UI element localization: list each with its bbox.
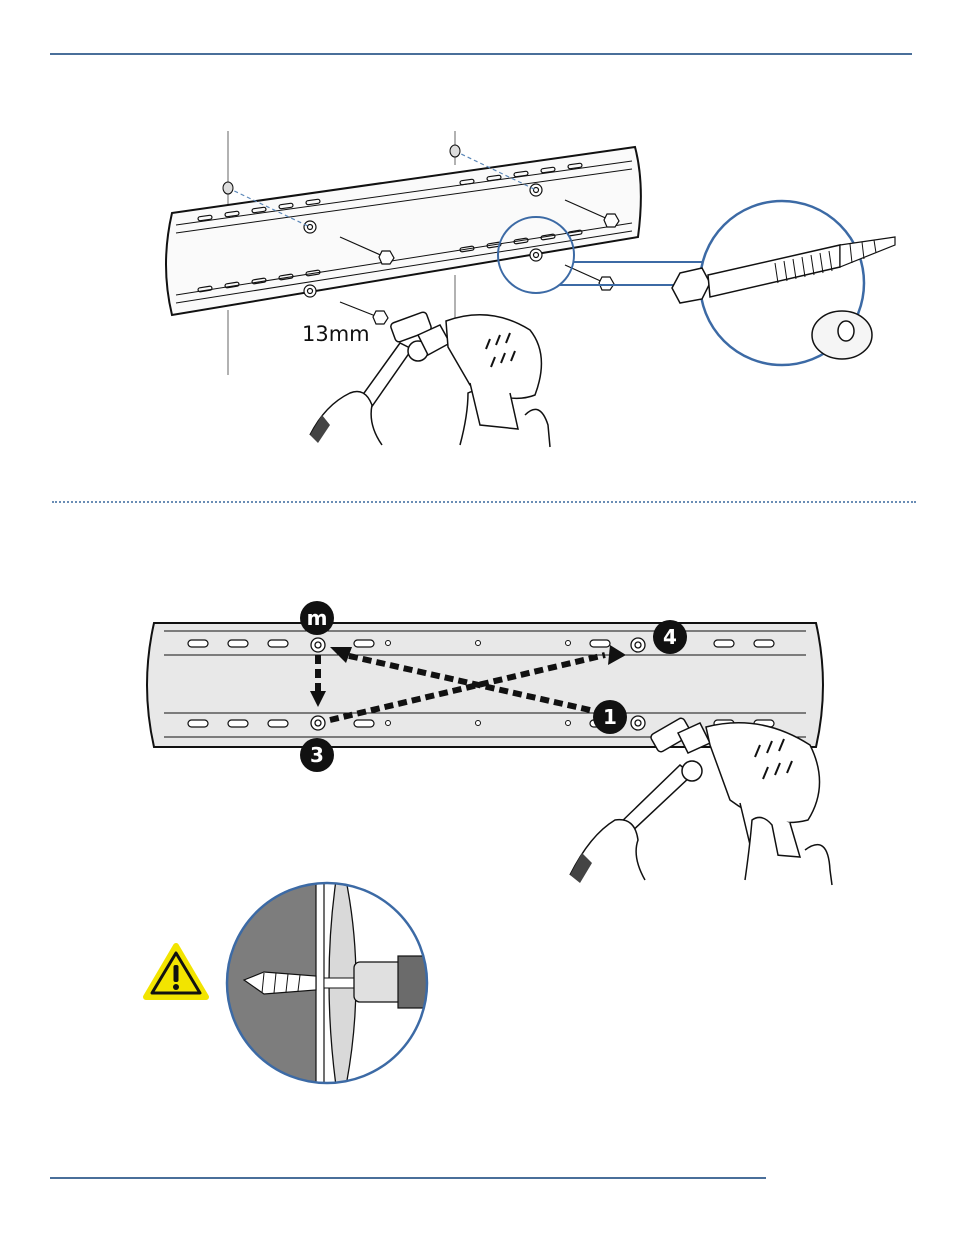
- step-badge-1-label: 1: [603, 705, 617, 729]
- wall-anchor-detail-icon: [224, 880, 430, 1086]
- step-badge-3-label: 3: [310, 743, 324, 767]
- wrench-size-label: 13mm: [302, 322, 370, 346]
- step-badge-m: m: [299, 600, 335, 636]
- step-badge-m-label: m: [307, 606, 328, 630]
- drill-icon: [678, 723, 820, 857]
- warning-icon: [143, 943, 209, 1001]
- wall-plate-bracket-icon: [166, 147, 641, 315]
- step-badge-4: 4: [652, 619, 688, 655]
- step-badge-3: 3: [299, 737, 335, 773]
- washer-icon: [812, 311, 872, 359]
- top-rule: [50, 53, 912, 55]
- bottom-rule: [50, 1177, 766, 1179]
- drill-icon: [418, 315, 541, 429]
- step-badge-4-label: 4: [663, 625, 677, 649]
- section-divider: [52, 501, 916, 503]
- step-badge-1: 1: [592, 699, 628, 735]
- figure-2-illustration: [140, 595, 840, 890]
- figure-1-illustration: [150, 125, 910, 455]
